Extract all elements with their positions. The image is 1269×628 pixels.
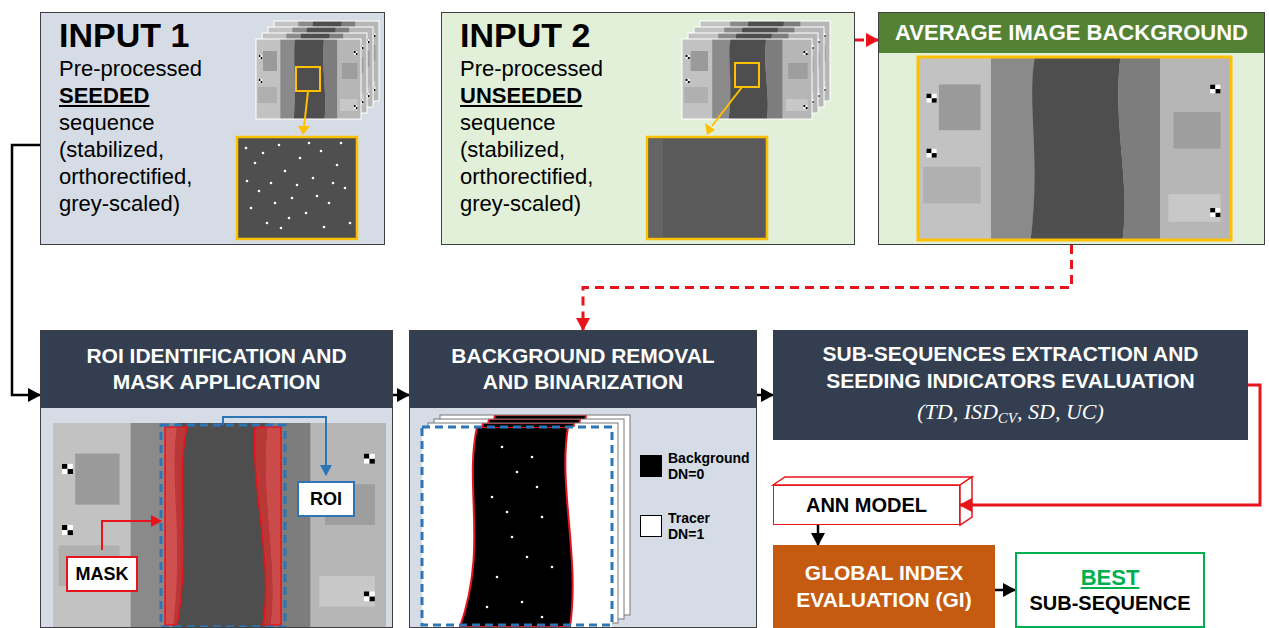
process-box: GLOBAL INDEX EVALUATION (GI) (773, 545, 995, 628)
header-band: AVERAGE IMAGE BACKGROUND (879, 13, 1264, 53)
indicator-subscript: CV (998, 410, 1017, 426)
header-band: BACKGROUND REMOVAL AND BINARIZATION (410, 331, 756, 408)
panel-heading: INPUT 1 (59, 15, 384, 55)
result-label: SUB-SEQUENCE (1029, 591, 1190, 615)
body-text: sequence (stabilized, orthorectified, gr… (59, 109, 229, 217)
indicator-text: (TD, ISD (917, 399, 998, 424)
box-3d-faces (773, 477, 972, 525)
input-panel: INPUT 1Pre-processedSEEDEDsequence (stab… (40, 12, 385, 245)
zoom-callout (647, 63, 767, 239)
process-panel: ROI IDENTIFICATION AND MASK APPLICATION R… (40, 330, 393, 628)
process-panel: AVERAGE IMAGE BACKGROUND (878, 12, 1265, 245)
connector (855, 39, 878, 42)
header-band: ROI IDENTIFICATION AND MASK APPLICATION (41, 331, 392, 408)
callout-label: MASK (76, 564, 129, 585)
legend-swatch (640, 515, 662, 537)
process-panel: BACKGROUND REMOVAL AND BINARIZATION (409, 330, 757, 628)
process-title: GLOBAL INDEX EVALUATION (GI) (783, 560, 985, 613)
body-text: Pre-processed (460, 55, 638, 82)
process-title: SUB-SEQUENCES EXTRACTION AND SEEDING IND… (788, 341, 1233, 394)
body-text: sequence (stabilized, orthorectified, gr… (460, 109, 638, 217)
text-line: (TD, ISDCV, SD, UC) (917, 398, 1104, 429)
result-box: BESTSUB-SEQUENCE (1015, 552, 1205, 628)
roi-rectangle (161, 425, 285, 627)
connector (757, 394, 773, 397)
input-panel: INPUT 2Pre-processedUNSEEDEDsequence (st… (441, 12, 855, 245)
river-photo (53, 423, 386, 627)
leader-line (102, 521, 161, 550)
connector (393, 394, 409, 397)
indicator-text: , SD, UC) (1017, 399, 1104, 424)
frames (256, 21, 379, 119)
result-keyword: BEST (1081, 565, 1140, 591)
callout-box: MASK (66, 556, 138, 592)
leader-line (223, 417, 326, 475)
body-keyword: UNSEEDED (460, 82, 638, 109)
frames (422, 415, 630, 627)
panel-heading: INPUT 2 (460, 15, 854, 55)
model-label: ANN MODEL (806, 494, 927, 517)
connector (12, 145, 40, 395)
callout-label: ROI (310, 489, 342, 510)
callout-box: ROI (297, 481, 355, 517)
process-box: SUB-SEQUENCES EXTRACTION AND SEEDING IND… (773, 330, 1248, 440)
body-text: Pre-processed (59, 55, 229, 82)
connector (995, 589, 1015, 592)
connector (583, 245, 1072, 330)
legend-label: Tracer DN=1 (668, 510, 710, 542)
model-box: ANN MODEL (773, 485, 960, 525)
mask-regions (165, 427, 281, 625)
connector (817, 525, 820, 545)
body-keyword: SEEDED (59, 82, 229, 109)
river-photo (918, 57, 1231, 240)
legend-label: Background DN=0 (668, 450, 750, 482)
legend-swatch (640, 455, 662, 477)
frames (682, 21, 830, 119)
zoom-callout (237, 67, 357, 239)
